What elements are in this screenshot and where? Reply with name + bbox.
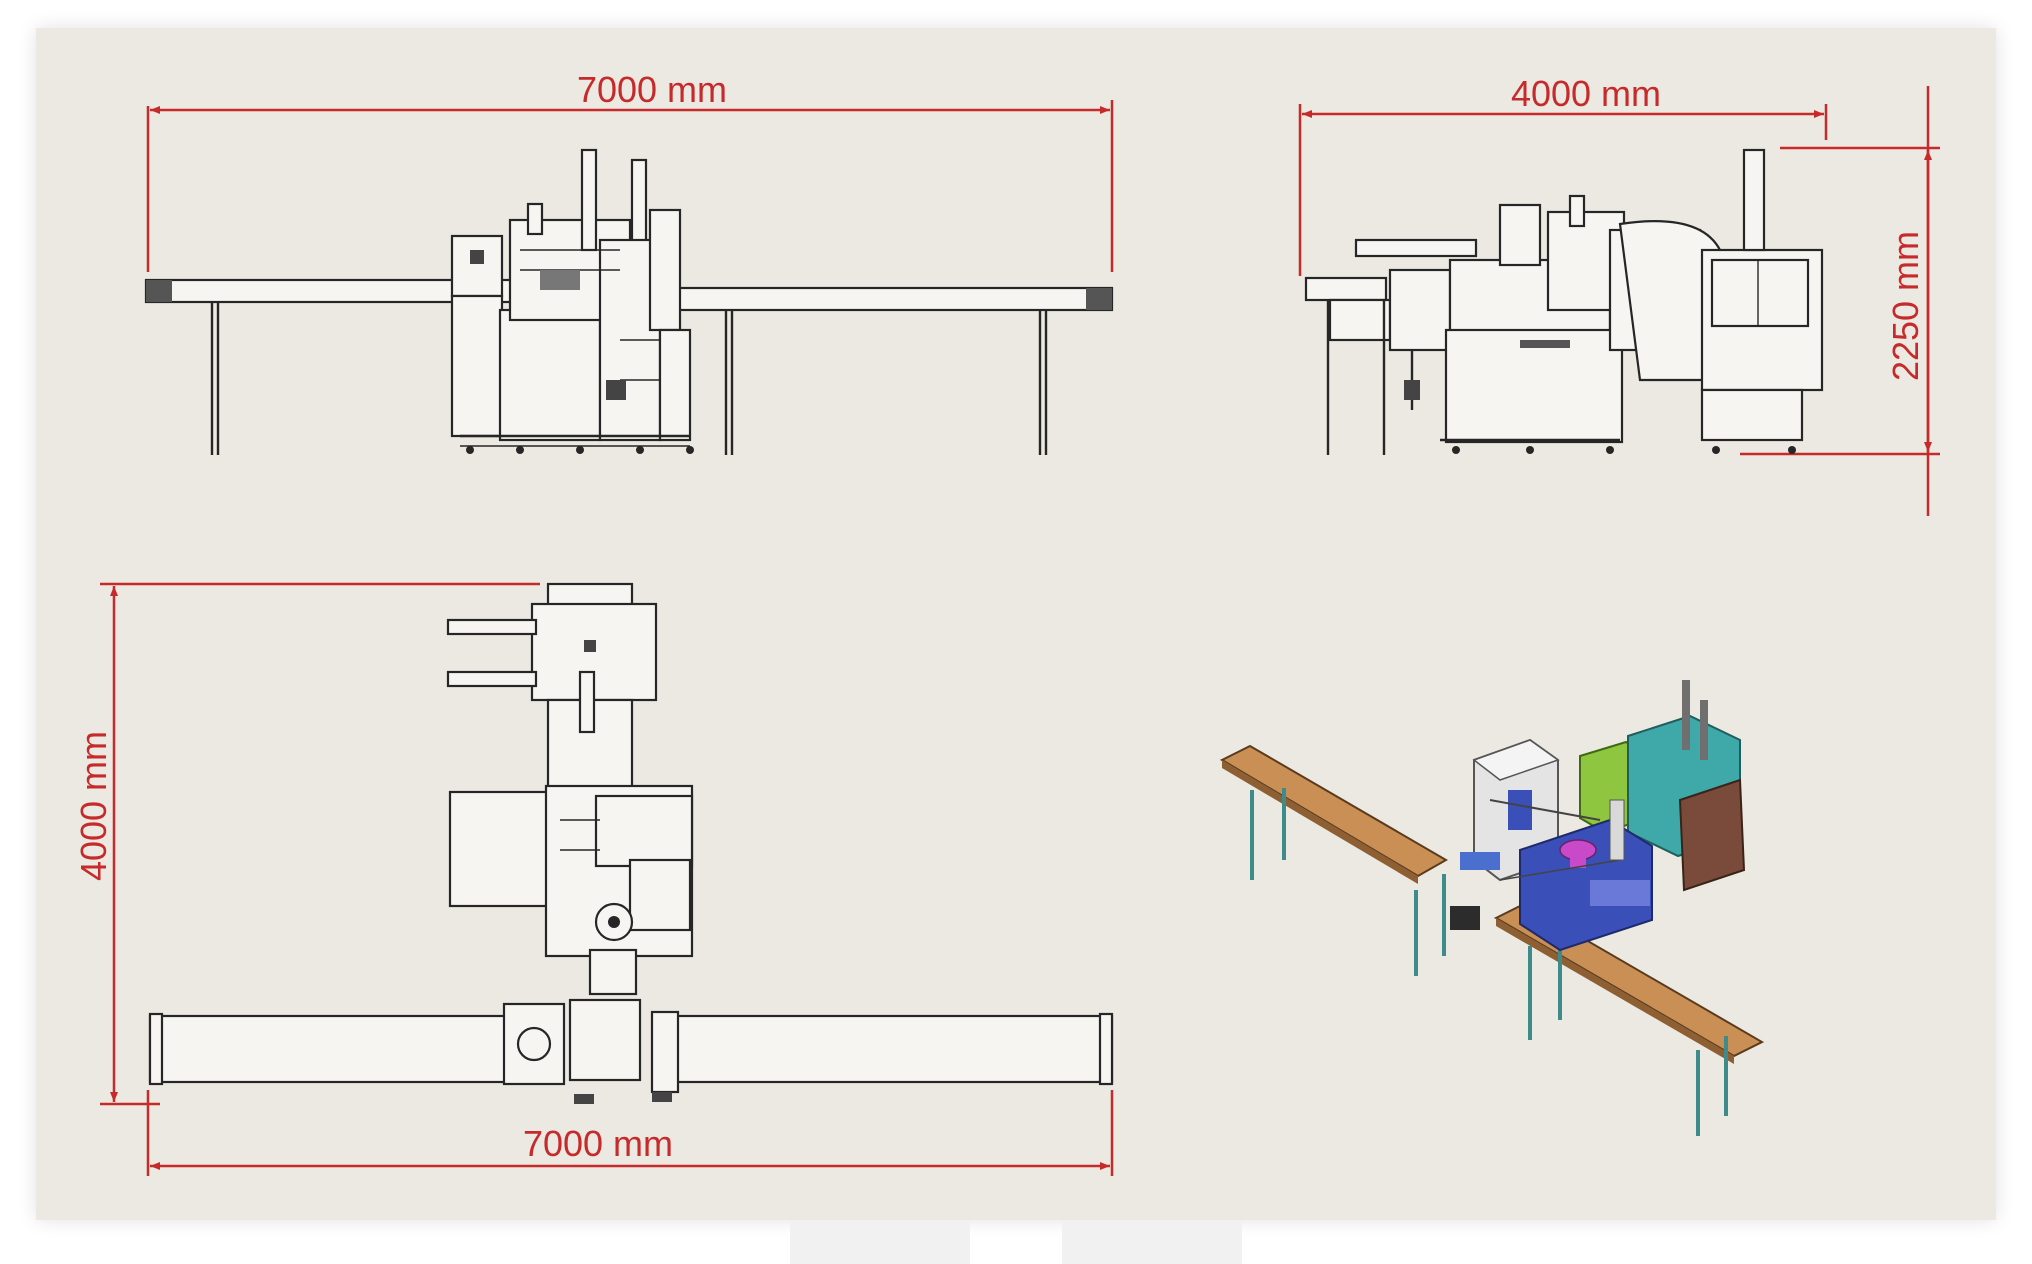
top-depth-label: 4000 mm	[73, 731, 114, 881]
iso-machine	[1450, 680, 1746, 952]
side-view: 4000 mm 2250 mm	[1298, 73, 1940, 516]
isometric-view	[1219, 680, 1765, 1136]
front-machine-body	[450, 148, 694, 454]
front-view: 7000 mm	[144, 69, 1114, 455]
top-right-conveyor	[654, 1014, 1114, 1084]
top-width-label: 7000 mm	[523, 1123, 673, 1164]
front-right-conveyor	[654, 286, 1114, 312]
top-left-conveyor	[148, 1014, 562, 1084]
side-height-dimension: 2250 mm	[1740, 86, 1940, 516]
footer-tab-2	[1062, 1222, 1242, 1264]
top-depth-dimension: 4000 mm	[73, 582, 540, 1106]
front-width-label: 7000 mm	[577, 69, 727, 110]
side-width-dimension: 4000 mm	[1298, 73, 1828, 276]
side-machine-body	[1304, 148, 1824, 455]
front-width-dimension: 7000 mm	[146, 69, 1114, 272]
side-height-label: 2250 mm	[1885, 231, 1926, 381]
side-width-label: 4000 mm	[1511, 73, 1661, 114]
iso-left-conveyor	[1219, 744, 1449, 976]
top-view: 4000 mm 7000 mm	[73, 582, 1114, 1176]
iso-right-conveyor	[1493, 902, 1765, 1136]
top-machine-body	[446, 582, 694, 1104]
footer-tab-1	[790, 1222, 970, 1264]
top-width-dimension: 7000 mm	[146, 1090, 1114, 1176]
